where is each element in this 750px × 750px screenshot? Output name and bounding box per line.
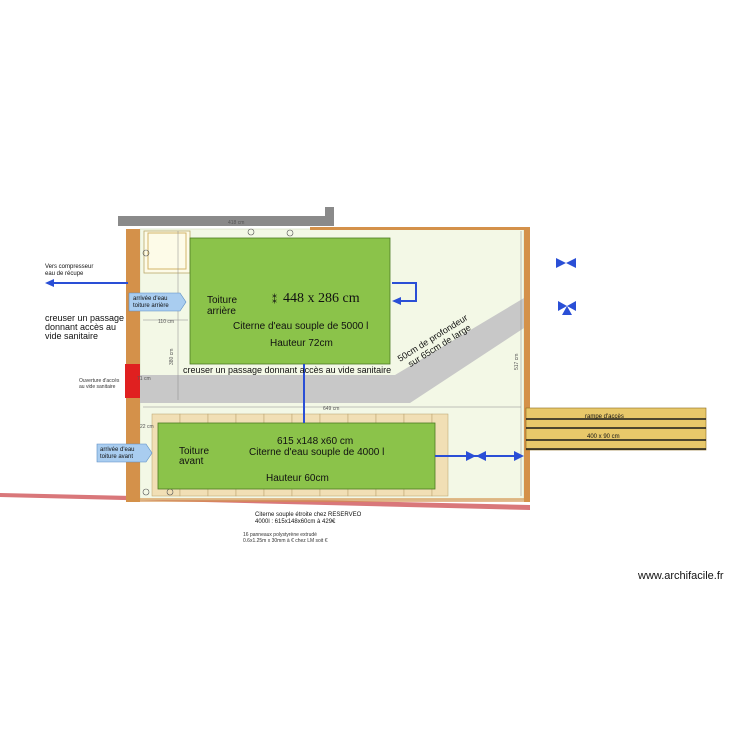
tank-connector-mark-icon: ⁑ <box>272 294 277 306</box>
tank-rear <box>189 237 391 365</box>
ramp-steps <box>526 418 706 450</box>
fixture-icons <box>142 228 294 496</box>
dim-top-width: 418 cm <box>228 220 244 226</box>
bottom-wall <box>126 498 530 502</box>
tank-front-name: Citerne d'eau souple de 4000 l <box>249 447 384 458</box>
corridor-band <box>140 298 524 403</box>
vers-compresseur-line2: eau de récupe <box>45 271 84 277</box>
toiture-avant-line2: avant <box>179 456 204 467</box>
dim-small-gap: 22 cm <box>140 424 154 430</box>
callout-arrivee-arriere <box>128 292 187 312</box>
tank-front-height: Hauteur 60cm <box>266 473 329 484</box>
toiture-avant-line1: Toiture <box>179 446 209 457</box>
tank-rear-dimensions: 448 x 286 cm <box>283 291 360 306</box>
callout-arrivee-arriere-line2: toiture arrière <box>133 303 169 309</box>
creuser-middle: creuser un passage donnant accès au vide… <box>183 365 391 375</box>
callout-arrivee-avant <box>96 443 153 463</box>
dimension-lines <box>143 231 522 496</box>
right-wall <box>524 229 530 502</box>
pipe-arrow-rear-tank-icon <box>392 297 401 305</box>
pipe-arrow-right-icon <box>514 451 524 461</box>
tank-rear-height: Hauteur 72cm <box>270 338 333 349</box>
tank-front-dimensions: 615 x148 x60 cm <box>277 436 353 447</box>
small-room <box>143 230 191 274</box>
tank-rear-name: Citerne d'eau souple de 5000 l <box>233 321 368 332</box>
dim-opening: 71 cm <box>137 376 151 382</box>
dim-inner-width: 649 cm <box>323 406 339 412</box>
ouverture-line1: Ouverture d'accès <box>79 378 120 384</box>
creuser-side-line2: donnant accès au <box>45 322 116 332</box>
callout-arrivee-avant-line2: toiture avant <box>100 454 133 460</box>
pipe-arrow-left-icon <box>45 279 54 287</box>
access-ramp <box>525 407 707 451</box>
toiture-arriere-line2: arrière <box>207 306 236 317</box>
dim-left-gap: 110 cm <box>158 319 174 325</box>
toiture-arriere-line1: Toiture <box>207 295 237 306</box>
valve-pipe-icon <box>466 451 486 461</box>
top-wall-strip <box>310 227 530 230</box>
dim-left-height: 380 cm <box>169 349 175 365</box>
valve-icon <box>556 258 576 268</box>
watermark: www.archifacile.fr <box>637 570 724 582</box>
top-wall <box>118 207 334 226</box>
dim-right-height: 517 cm <box>514 354 520 370</box>
vers-compresseur-line1: Vers compresseur <box>45 264 93 270</box>
panneaux-line1: 16 panneaux polystyrène extrudé <box>243 532 317 538</box>
callout-arrivee-arriere-line1: arrivée d'eau <box>133 296 168 302</box>
citerne-note-line2: 4000l : 615x148x60cm à 429€ <box>255 519 336 525</box>
creuser-side-line3: vide sanitaire <box>45 331 98 341</box>
tank-front <box>157 422 436 490</box>
callout-arrivee-avant-line1: arrivée d'eau <box>100 447 135 453</box>
ramp-title: rampe d'accès <box>585 414 624 420</box>
creuser-side-line1: creuser un passage <box>45 313 124 323</box>
valve-tee-icon <box>558 301 576 315</box>
vide-sanitaire-opening <box>125 364 140 398</box>
panneaux-line2: 0.6x1.25m x 30mm à € chez LM soit € <box>243 538 328 544</box>
ramp-size: 400 x 90 cm <box>587 434 620 440</box>
citerne-note-line1: Citerne souple étroite chez RESERVEO <box>255 512 362 518</box>
small-room-counter <box>147 232 187 270</box>
ouverture-line2: au vide sanitaire <box>79 384 116 390</box>
